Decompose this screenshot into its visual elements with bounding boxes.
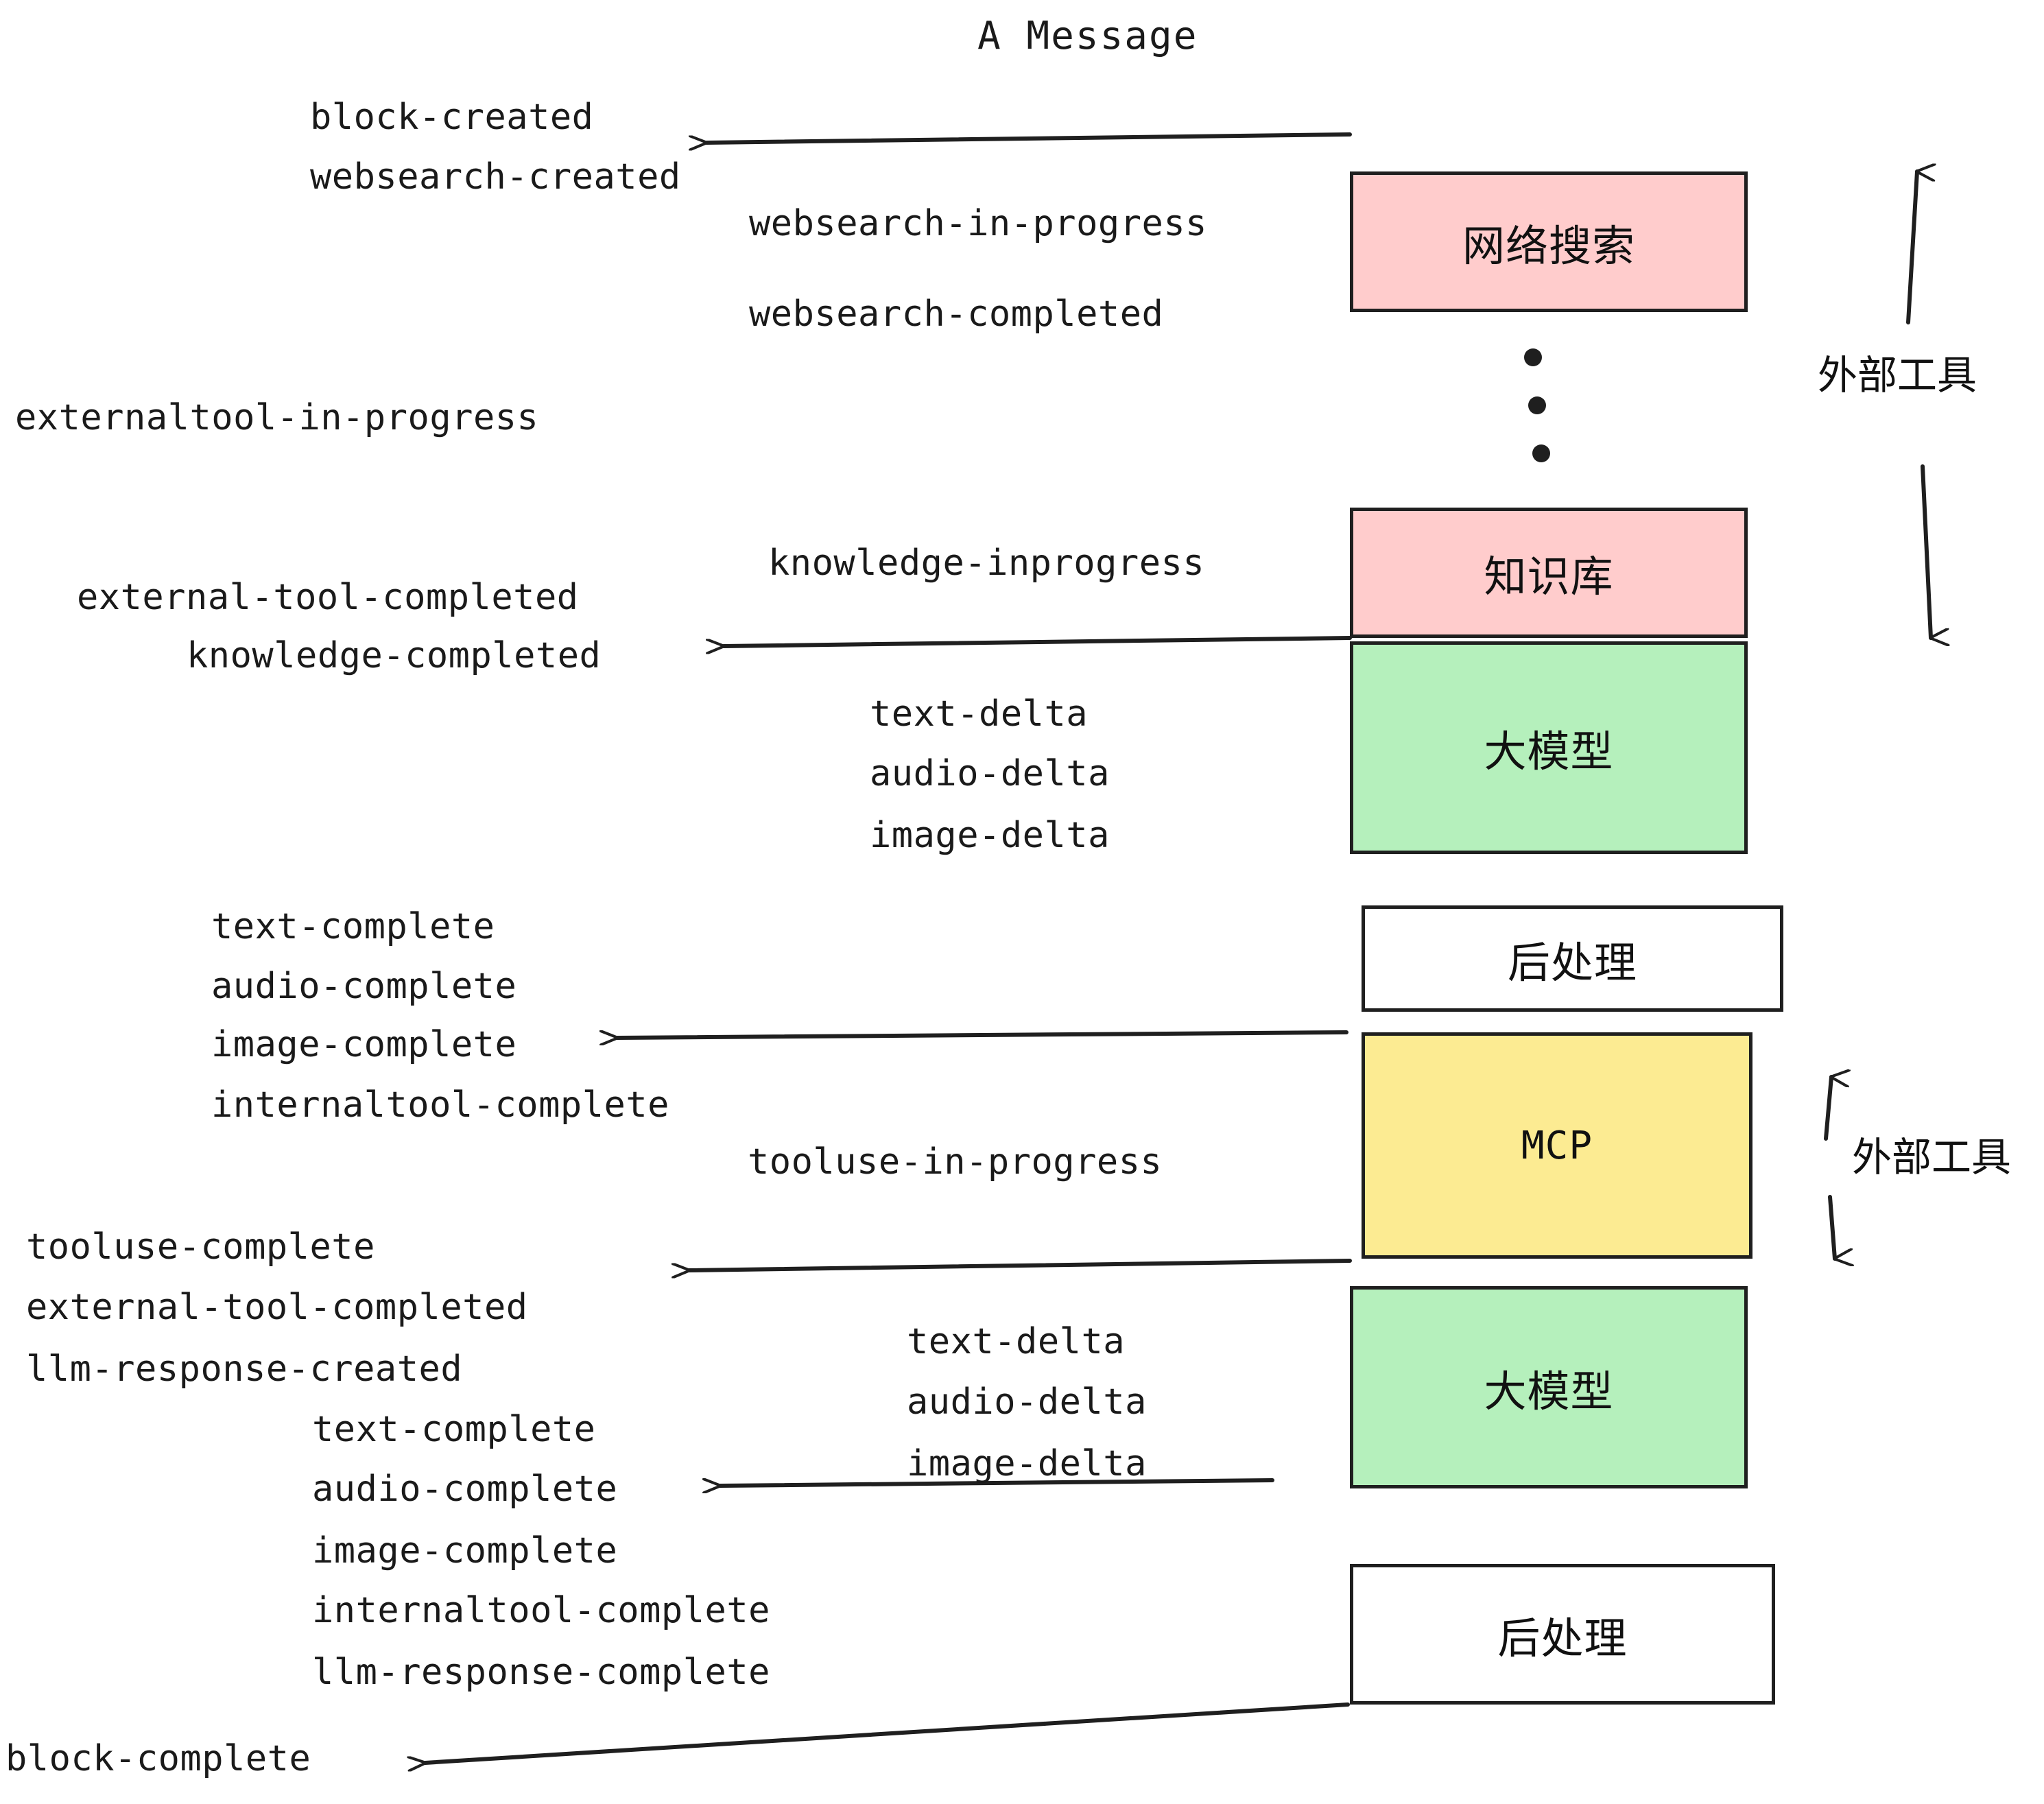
event-internaltool-complete-1: internaltool-complete bbox=[211, 1084, 669, 1126]
node-postprocess-1-label: 后处理 bbox=[1507, 937, 1637, 988]
event-audio-complete-2: audio-complete bbox=[312, 1469, 618, 1510]
event-image-complete-1: image-complete bbox=[211, 1024, 517, 1065]
node-llm-1-label: 大模型 bbox=[1484, 726, 1614, 776]
arrow-llm2-to-audio-complete bbox=[720, 1480, 1274, 1486]
event-audio-complete-1: audio-complete bbox=[211, 966, 517, 1007]
event-knowledge-inprogress: knowledge-inprogress bbox=[768, 543, 1205, 584]
event-audio-delta-1: audio-delta bbox=[870, 753, 1110, 794]
event-externaltool-in-progress: externaltool-in-progress bbox=[15, 397, 539, 438]
event-websearch-created: websearch-created bbox=[310, 156, 681, 198]
event-image-complete-2: image-complete bbox=[312, 1530, 618, 1571]
node-mcp-label: MCP bbox=[1521, 1123, 1593, 1168]
diagram-title: A Message bbox=[977, 14, 1198, 58]
ellipsis-dot-3 bbox=[1532, 444, 1550, 462]
node-llm-2-label: 大模型 bbox=[1484, 1366, 1614, 1416]
arrow-postprocess2-to-block-complete bbox=[425, 1702, 1350, 1763]
event-llm-response-complete: llm-response-complete bbox=[312, 1652, 770, 1693]
side-label-external-tool-top: 外部工具 bbox=[1818, 352, 1977, 399]
event-knowledge-completed: knowledge-completed bbox=[187, 635, 602, 676]
event-block-created: block-created bbox=[310, 97, 594, 138]
side-label-external-tool-bottom: 外部工具 bbox=[1852, 1134, 2012, 1180]
event-tooluse-complete: tooluse-complete bbox=[26, 1226, 375, 1268]
arrow-postprocess1-to-image-complete bbox=[617, 1032, 1348, 1038]
node-knowledge-label: 知识库 bbox=[1484, 551, 1614, 602]
event-websearch-in-progress: websearch-in-progress bbox=[749, 203, 1207, 244]
node-llm-1[interactable]: 大模型 bbox=[1350, 641, 1748, 854]
external-tool-bracket-top bbox=[1906, 171, 1931, 638]
event-audio-delta-2: audio-delta bbox=[907, 1381, 1147, 1423]
arrow-knowledge-to-knowledge-completed bbox=[724, 636, 1352, 646]
ellipsis-dot-1 bbox=[1524, 348, 1542, 366]
event-text-complete-1: text-complete bbox=[211, 906, 495, 947]
node-postprocess-2-label: 后处理 bbox=[1497, 1613, 1628, 1663]
event-image-delta-2: image-delta bbox=[907, 1443, 1147, 1484]
node-postprocess-1[interactable]: 后处理 bbox=[1362, 905, 1783, 1012]
event-tooluse-in-progress: tooluse-in-progress bbox=[748, 1141, 1163, 1183]
event-websearch-completed: websearch-completed bbox=[749, 294, 1164, 335]
node-mcp[interactable]: MCP bbox=[1362, 1032, 1752, 1259]
node-knowledge[interactable]: 知识库 bbox=[1350, 508, 1748, 638]
node-llm-2[interactable]: 大模型 bbox=[1350, 1286, 1748, 1488]
arrow-mcp-to-tooluse-complete bbox=[689, 1259, 1352, 1270]
event-text-delta-1: text-delta bbox=[870, 693, 1089, 735]
event-llm-response-created: llm-response-created bbox=[26, 1349, 463, 1390]
event-text-delta-2: text-delta bbox=[907, 1321, 1126, 1362]
event-text-complete-2: text-complete bbox=[312, 1409, 596, 1450]
event-internaltool-complete-2: internaltool-complete bbox=[312, 1590, 770, 1631]
arrow-websearch-to-block-created bbox=[706, 132, 1352, 143]
node-websearch-label: 网络搜索 bbox=[1462, 220, 1635, 271]
event-image-delta-1: image-delta bbox=[870, 815, 1110, 856]
node-websearch[interactable]: 网络搜索 bbox=[1350, 171, 1748, 312]
external-tool-bracket-bottom bbox=[1824, 1077, 1835, 1259]
ellipsis-dot-2 bbox=[1528, 396, 1546, 414]
event-external-tool-completed-1: external-tool-completed bbox=[77, 577, 579, 618]
event-block-complete: block-complete bbox=[5, 1738, 311, 1779]
node-postprocess-2[interactable]: 后处理 bbox=[1350, 1564, 1775, 1705]
event-external-tool-completed-2: external-tool-completed bbox=[26, 1287, 528, 1328]
